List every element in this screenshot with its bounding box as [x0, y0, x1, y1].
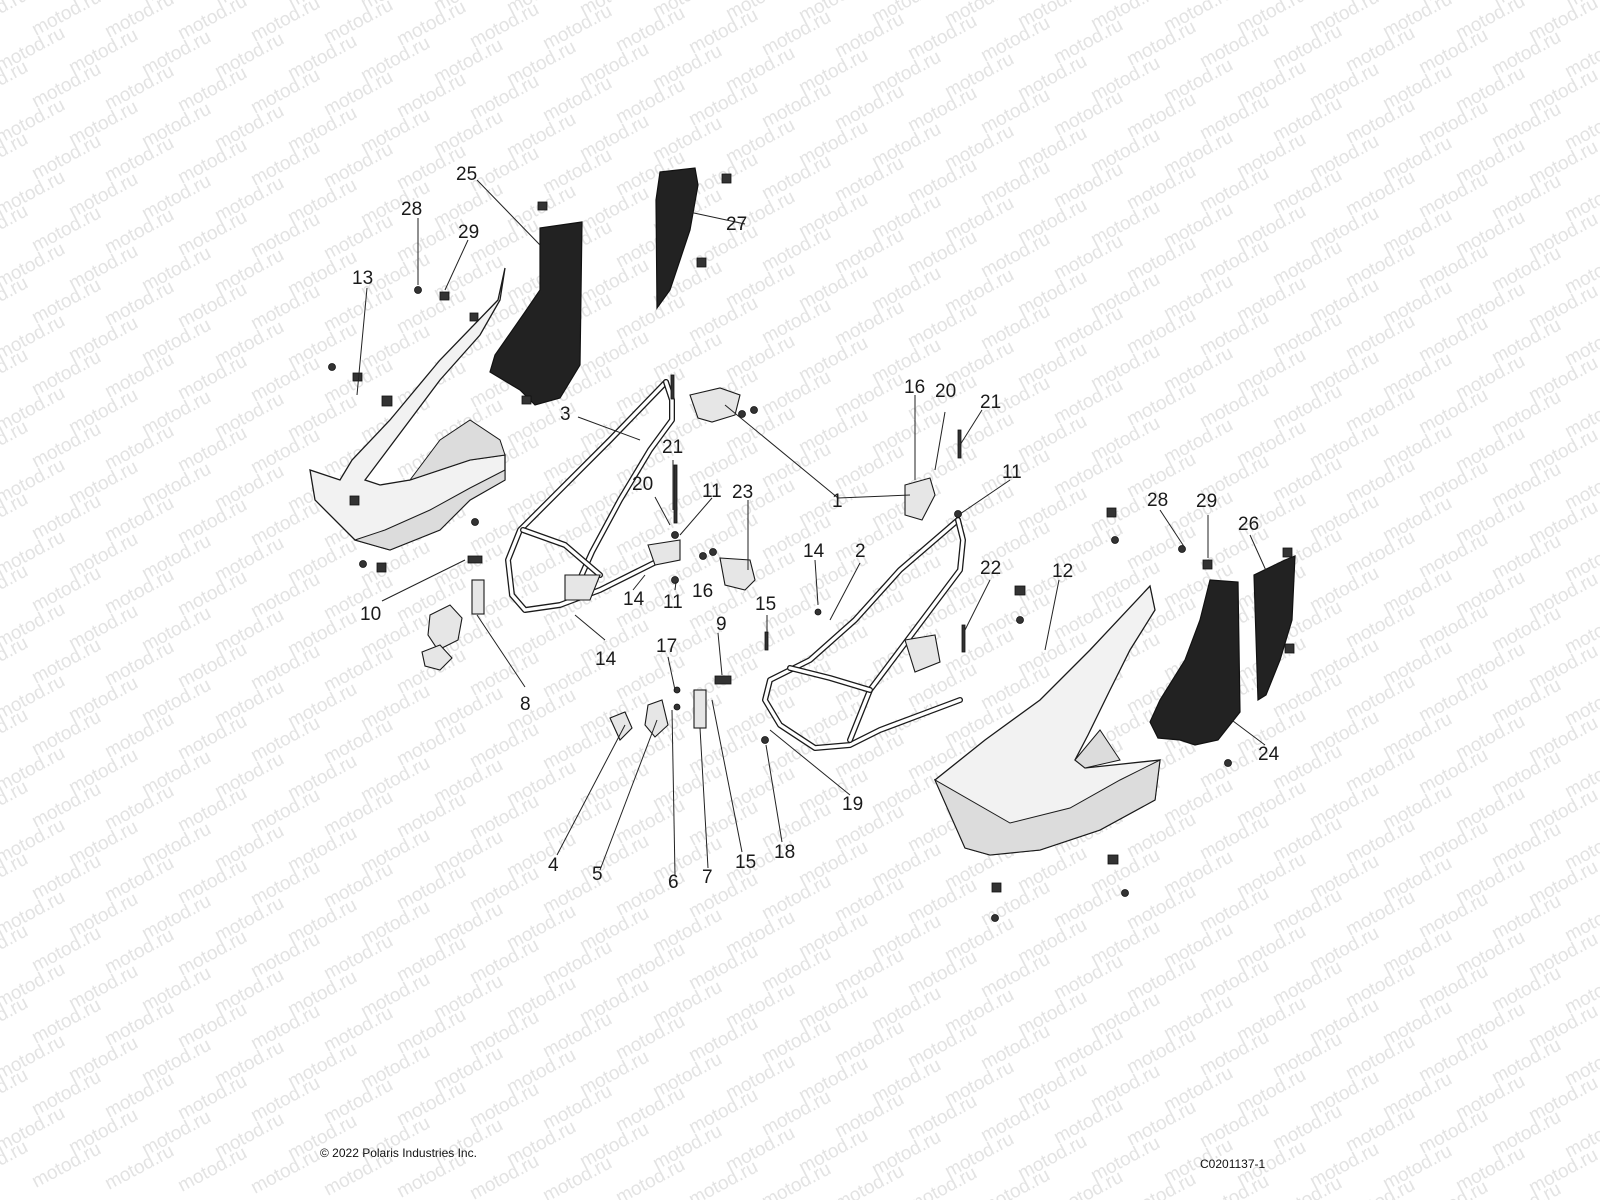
- callout-8: 8: [520, 694, 531, 715]
- callout-28a: 28: [401, 199, 422, 220]
- callout-20b: 20: [935, 381, 956, 402]
- callout-1: 1: [832, 491, 843, 512]
- callout-29b: 29: [1196, 491, 1217, 512]
- watermark-text: motod.ru: [466, 1151, 542, 1200]
- watermark-text: motod.ru: [0, 561, 32, 615]
- watermark-text: motod.ru: [0, 921, 32, 975]
- callout-7: 7: [702, 867, 713, 888]
- watermark-text: motod.ru: [0, 849, 32, 903]
- watermark-text: motod.ru: [0, 273, 32, 327]
- callout-23: 23: [732, 482, 753, 503]
- watermark-text: motod.ru: [174, 1143, 250, 1197]
- callout-5: 5: [592, 864, 603, 885]
- callout-4: 4: [548, 855, 559, 876]
- copyright-text: © 2022 Polaris Industries Inc.: [320, 1146, 477, 1160]
- callout-14c: 14: [803, 541, 825, 562]
- callout-13: 13: [352, 268, 373, 289]
- callout-14b: 14: [595, 649, 617, 670]
- watermark-text: motod.ru: [0, 417, 32, 471]
- callout-28b: 28: [1147, 490, 1168, 511]
- watermark-text: motod.ru: [0, 129, 32, 183]
- watermark-text: motod.ru: [0, 993, 32, 1047]
- watermark-text: motod.ru: [0, 1065, 32, 1119]
- callout-25: 25: [456, 164, 477, 185]
- watermark-text: motod.ru: [685, 1157, 761, 1200]
- watermark-text: motod.ru: [0, 1137, 32, 1191]
- callout-16b: 16: [904, 377, 925, 398]
- watermark-text: motod.ru: [539, 1153, 615, 1200]
- right-upper-trim-26: [1253, 555, 1296, 702]
- lower-hinge-bracket-23: [719, 557, 756, 591]
- watermark-text: motod.ru: [0, 777, 32, 831]
- callout-10: 10: [360, 604, 381, 625]
- callout-19: 19: [842, 794, 863, 815]
- callout-11b: 11: [663, 592, 683, 613]
- callout-26: 26: [1238, 514, 1259, 535]
- callout-16a: 16: [692, 581, 713, 602]
- watermark-text: motod.ru: [0, 489, 32, 543]
- watermark-text: motod.ru: [904, 1163, 980, 1200]
- callout-18: 18: [774, 842, 795, 863]
- callout-17: 17: [656, 636, 677, 657]
- callout-29a: 29: [458, 222, 479, 243]
- watermark-text: motod.ru: [101, 1141, 177, 1195]
- watermark-text: motod.ru: [758, 1159, 834, 1200]
- watermark-text: motod.ru: [1561, 1181, 1600, 1200]
- callout-27: 27: [726, 214, 747, 235]
- watermark-text: motod.ru: [0, 705, 32, 759]
- callout-22: 22: [980, 558, 1001, 579]
- hinge-bracket-22: [904, 634, 941, 673]
- watermark-text: motod.ru: [28, 1139, 104, 1193]
- watermark-text: motod.ru: [612, 1155, 688, 1200]
- watermark-text: motod.ru: [831, 1161, 907, 1200]
- callout-3: 3: [560, 404, 571, 425]
- callout-14a: 14: [623, 589, 645, 610]
- callout-20a: 20: [632, 474, 653, 495]
- watermark-text: motod.ru: [247, 1145, 323, 1199]
- watermark-text: motod.ru: [0, 345, 32, 399]
- watermark-text: motod.ru: [977, 1165, 1053, 1200]
- callout-11a: 11: [702, 481, 722, 502]
- callout-9: 9: [716, 614, 727, 635]
- callout-24: 24: [1258, 744, 1280, 765]
- callout-15a: 15: [755, 594, 776, 615]
- callout-21b: 21: [980, 392, 1001, 413]
- callout-11c: 11: [1002, 462, 1022, 483]
- watermark-text: motod.ru: [0, 57, 32, 111]
- callout-15b: 15: [735, 852, 756, 873]
- watermark-text: motod.ru: [0, 633, 32, 687]
- drawing-code: C0201137-1: [1200, 1157, 1266, 1171]
- callout-2: 2: [855, 541, 866, 562]
- watermark-text: motod.ru: [0, 0, 32, 38]
- callout-12: 12: [1052, 561, 1073, 582]
- callout-6: 6: [668, 872, 679, 893]
- callout-21a: 21: [662, 437, 683, 458]
- watermark-text: motod.ru: [0, 201, 32, 255]
